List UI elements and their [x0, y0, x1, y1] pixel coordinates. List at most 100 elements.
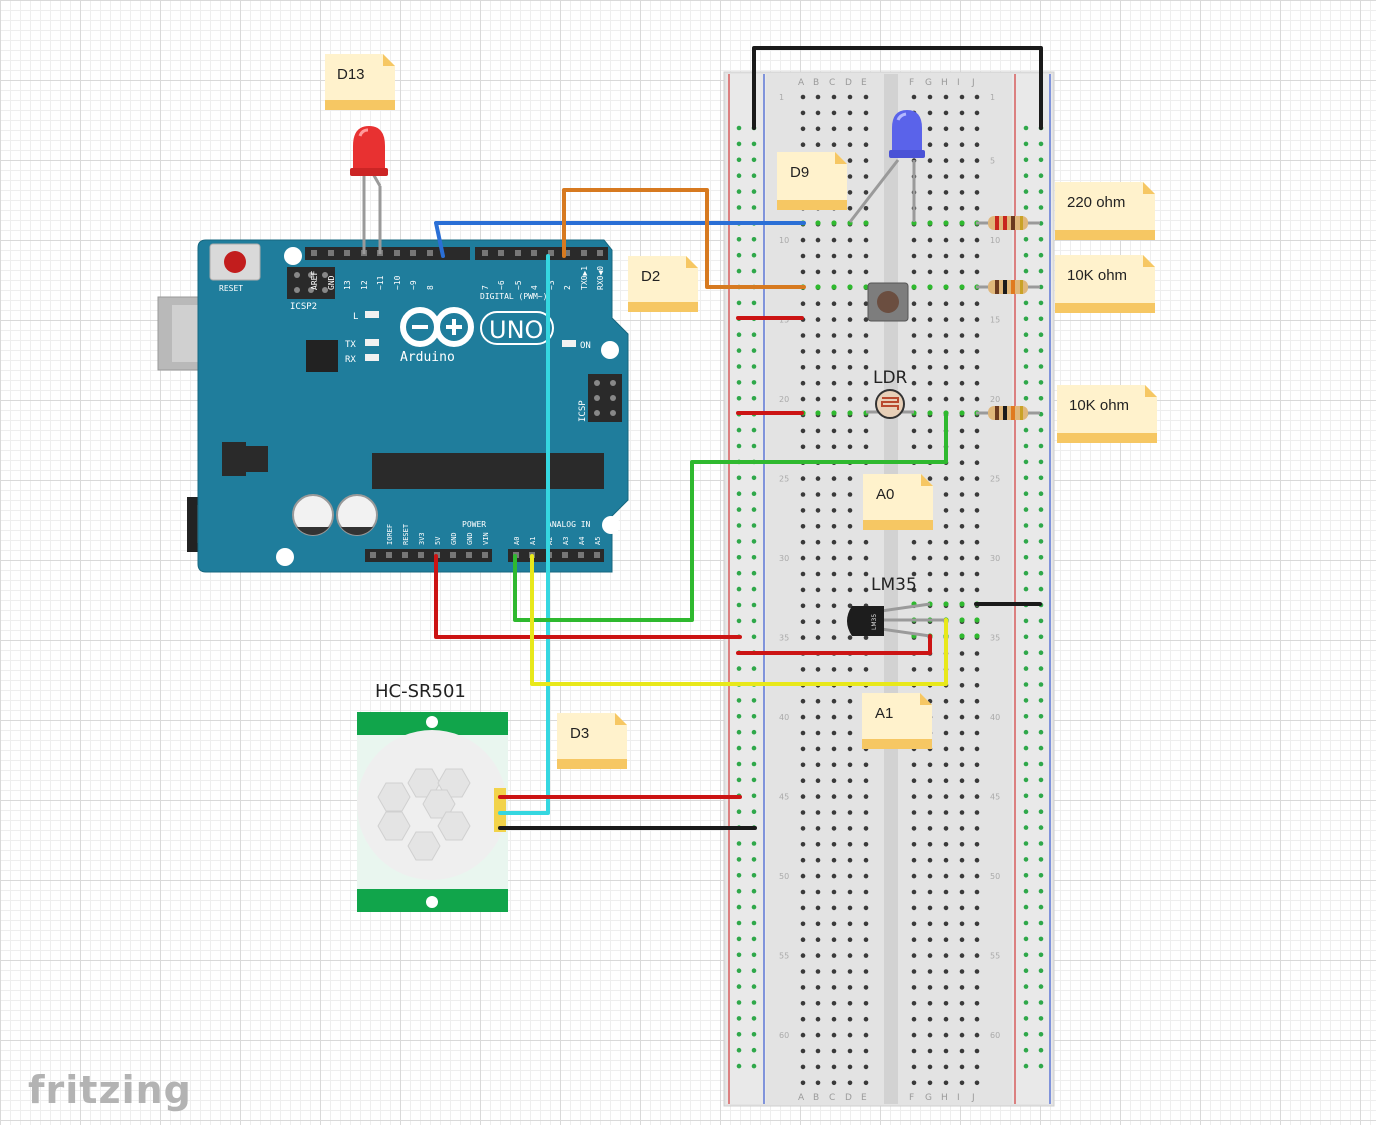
lm35-sensor[interactable]: LM35	[847, 602, 946, 638]
power-pin-label: 3V3	[418, 532, 426, 545]
ldr-label: LDR	[873, 368, 908, 388]
wire-green-a0[interactable]	[513, 411, 948, 622]
note-220-ohm[interactable]: 220 ohm	[1067, 194, 1126, 211]
row-number: 40	[779, 713, 789, 722]
header-pin-label: 2	[563, 285, 572, 290]
l-label: L	[353, 312, 358, 322]
column-letter: J	[971, 1093, 975, 1103]
header-pin-label: 12	[360, 280, 369, 290]
analog-pin-label: A4	[578, 537, 586, 545]
icsp2-label: ICSP2	[290, 302, 317, 312]
header-pin-label: 4	[530, 285, 539, 290]
row-number: 15	[779, 316, 789, 325]
column-letter: F	[909, 1093, 914, 1103]
row-number: 55	[779, 952, 789, 961]
arduino-logo	[400, 307, 554, 347]
power-label: POWER	[462, 520, 486, 529]
note-10k-ohm-bottom[interactable]: 10K ohm	[1069, 397, 1130, 414]
power-pin-label: 5V	[434, 536, 442, 545]
wire-orange-d2[interactable]	[562, 188, 806, 289]
note-d3[interactable]: D3	[570, 725, 590, 742]
column-letter: C	[829, 1093, 835, 1103]
header-pin-label: 7	[481, 285, 490, 290]
header-pin-label: AREF	[310, 271, 319, 290]
row-number: 5	[990, 157, 995, 166]
column-letter: C	[829, 78, 835, 88]
power-pin-label: RESET	[402, 523, 410, 545]
column-letter: I	[957, 78, 960, 88]
resistor-10k-ohm-bottom[interactable]	[976, 406, 1040, 420]
resistor-10k-ohm-top[interactable]	[976, 280, 1040, 294]
note-d13[interactable]: D13	[337, 66, 365, 83]
row-number: 1	[990, 93, 995, 102]
header-pin-label: 13	[343, 280, 352, 290]
rx-label: RX	[345, 355, 356, 365]
column-letter: H	[941, 78, 948, 88]
reset-label: RESET	[219, 284, 243, 293]
wire-yellow-a1[interactable]	[530, 554, 948, 686]
row-number: 60	[779, 1031, 789, 1040]
icsp-label: ICSP	[578, 400, 588, 422]
fritzing-logo: fritzing	[28, 1068, 192, 1112]
row-number: 50	[990, 872, 1000, 881]
reset-button[interactable]	[209, 243, 261, 281]
row-number: 20	[779, 395, 789, 404]
header-pin-label: ~10	[393, 275, 402, 290]
on-label: ON	[580, 341, 591, 351]
wire-red-lm35[interactable]	[736, 634, 932, 655]
note-a1[interactable]: A1	[875, 705, 894, 722]
header-pin-label: TX0▶1	[580, 266, 589, 290]
column-letter: A	[798, 78, 805, 88]
header-pin-label: ~3	[547, 280, 556, 290]
column-letter: E	[861, 78, 867, 88]
column-letter: B	[813, 1093, 819, 1103]
header-pin-label: GND	[327, 275, 336, 290]
pir-sensor[interactable]	[357, 712, 508, 912]
column-letter: B	[813, 78, 819, 88]
power-pin-label: GND	[450, 532, 458, 545]
lm35-body-text: LM35	[871, 614, 878, 630]
column-letter: G	[925, 1093, 932, 1103]
breadboard-holes	[736, 94, 1044, 1086]
uno-label: UNO	[489, 316, 543, 344]
arduino-name: Arduino	[400, 350, 455, 365]
analog-pin-label: A0	[513, 537, 521, 545]
breadboard-row-numbers: 1155101015152020252530303535404045455050…	[779, 93, 1000, 1040]
red-led[interactable]	[350, 126, 388, 254]
row-number: 50	[779, 872, 789, 881]
row-number: 35	[990, 634, 1000, 643]
wire-red-5v[interactable]	[434, 554, 742, 639]
row-number: 40	[990, 713, 1000, 722]
power-pin-label: IOREF	[386, 524, 394, 545]
analog-label: ANALOG IN	[547, 520, 591, 529]
wire-black-top[interactable]	[752, 46, 1043, 130]
column-letter: H	[941, 1093, 948, 1103]
row-number: 30	[990, 554, 1000, 563]
row-number: 45	[779, 793, 789, 802]
digital-label: DIGITAL (PWM~)	[480, 292, 547, 301]
row-number: 55	[990, 952, 1000, 961]
row-number: 1	[779, 93, 784, 102]
ldr-sensor[interactable]	[866, 389, 914, 419]
wire-cyan-d3[interactable]	[498, 254, 550, 815]
power-pin-label: VIN	[482, 532, 490, 545]
resistor-220-ohm[interactable]	[976, 216, 1040, 230]
analog-pin-label: A3	[562, 537, 570, 545]
power-pin-label: GND	[466, 532, 474, 545]
column-letter: D	[845, 1093, 852, 1103]
note-a0[interactable]: A0	[876, 486, 895, 503]
row-number: 45	[990, 793, 1000, 802]
blue-led[interactable]	[848, 110, 925, 223]
column-letter: F	[909, 78, 914, 88]
note-d9[interactable]: D9	[790, 164, 810, 181]
note-10k-ohm-top[interactable]: 10K ohm	[1067, 267, 1128, 284]
tx-label: TX	[345, 340, 356, 350]
note-d2[interactable]: D2	[641, 268, 661, 285]
row-number: 15	[990, 316, 1000, 325]
push-button[interactable]	[867, 282, 909, 322]
wire-blue-d9[interactable]	[434, 221, 806, 258]
